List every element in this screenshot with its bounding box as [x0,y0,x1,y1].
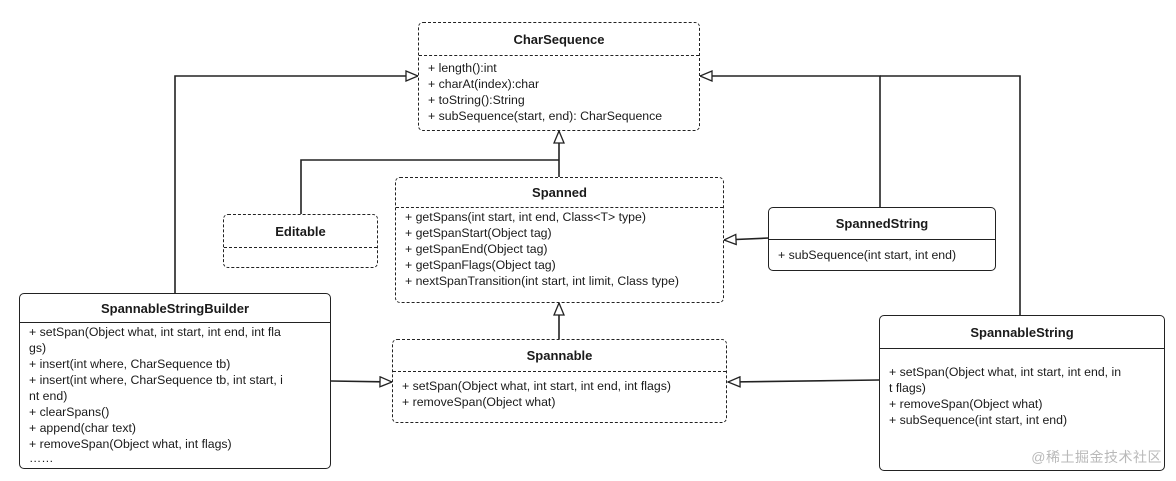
class-title: SpannableStringBuilder [20,294,330,323]
class-members: + setSpan(Object what, int start, int en… [880,349,1164,428]
member: + append(char text) [29,421,136,435]
member: + getSpans(int start, int end, Class<T> … [405,210,646,224]
member: + setSpan(Object what, int start, int en… [29,325,281,339]
class-members: + subSequence(int start, int end) [769,240,995,263]
member: …… [29,451,54,465]
class-members [224,248,377,252]
member: + removeSpan(Object what) [889,397,1043,411]
member: + getSpanEnd(Object tag) [405,242,548,256]
edge-spannablestring-to-spannable [728,380,880,382]
watermark: @稀土掘金技术社区 [1031,449,1162,465]
member: + setSpan(Object what, int start, int en… [402,379,671,393]
member: + subSequence(start, end): CharSequence [428,109,663,123]
member: + removeSpan(Object what) [402,395,556,409]
member: + subSequence(int start, int end) [778,248,957,262]
class-spannedstring: SpannedString + subSequence(int start, i… [768,207,996,271]
class-members: + setSpan(Object what, int start, int en… [393,372,726,410]
member: + length():int [428,61,497,75]
member: + setSpan(Object what, int start, int en… [889,365,1122,379]
member: + nextSpanTransition(int start, int limi… [405,274,679,288]
member: + removeSpan(Object what, int flags) [29,437,232,451]
class-spannable: Spannable + setSpan(Object what, int sta… [392,339,727,423]
class-title: Editable [224,215,377,248]
edge-spannedstring-to-spanned [724,238,770,240]
edge-builder-to-charsequence [174,76,418,294]
member: + charAt(index):char [428,77,540,91]
class-title: Spannable [393,340,726,372]
member: + toString():String [428,93,525,107]
class-members: + length():int + charAt(index):char + to… [419,56,699,124]
member: + insert(int where, CharSequence tb, int… [29,373,283,387]
edge-spannedstring-to-charsequence [700,76,881,208]
class-title: CharSequence [419,23,699,56]
class-members: + getSpans(int start, int end, Class<T> … [396,208,723,289]
class-title: SpannableString [880,316,1164,349]
member: + getSpanFlags(Object tag) [405,258,556,272]
member: + getSpanStart(Object tag) [405,226,552,240]
member: t flags) [889,381,926,395]
class-title: Spanned [396,178,723,208]
edge-spannablestring-to-charsequence [880,75,1021,316]
member: + subSequence(int start, int end) [889,413,1068,427]
class-spannablestring: SpannableString + setSpan(Object what, i… [879,315,1165,471]
class-title: SpannedString [769,208,995,240]
edge-editable-to-charsequence [300,159,559,214]
edge-builder-to-spannable [330,381,392,382]
class-spanned: Spanned + getSpans(int start, int end, C… [395,177,724,303]
class-members: + setSpan(Object what, int start, int en… [20,323,330,465]
member: + clearSpans() [29,405,110,419]
class-editable: Editable [223,214,378,268]
member: gs) [29,341,47,355]
member: + insert(int where, CharSequence tb) [29,357,231,371]
class-spannablestringbuilder: SpannableStringBuilder + setSpan(Object … [19,293,331,469]
class-charsequence: CharSequence + length():int + charAt(ind… [418,22,700,131]
member: nt end) [29,389,68,403]
